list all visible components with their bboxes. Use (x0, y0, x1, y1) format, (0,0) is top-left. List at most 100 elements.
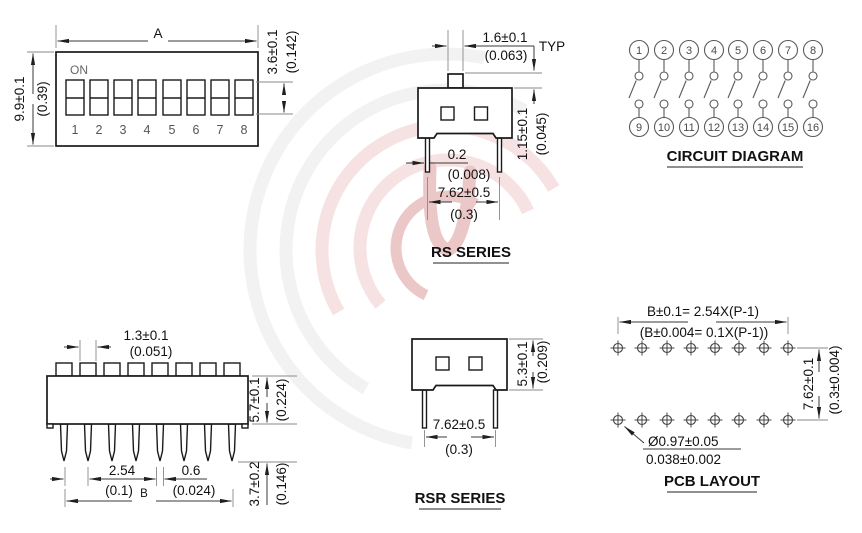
rs-hole-right (473, 106, 489, 121)
dim-rsr-pin-span: 7.62±0.5 (0.3) (424, 417, 496, 457)
dim-row-pitch-mm: 7.62±0.1 (801, 358, 816, 410)
dim-pin-width-mm: 0.6 (182, 463, 201, 478)
rsr-series-title: RSR SERIES (415, 490, 506, 507)
pcb-pad (658, 339, 676, 357)
circuit-diagram: 1 2 3 4 5 6 7 8 9 10 11 12 13 14 15 16 C… (628, 39, 824, 168)
rs-hole-left (440, 106, 455, 121)
toggle-3 (113, 79, 133, 116)
terminal-number: 6 (760, 45, 766, 57)
toggle-6 (186, 79, 206, 116)
dim-front-body-in: (0.224) (274, 379, 289, 422)
terminal-number: 15 (782, 122, 794, 134)
terminal-number: 12 (708, 122, 720, 134)
position-number: 6 (193, 123, 200, 137)
terminal-number: 8 (810, 45, 816, 57)
pcb-pad (682, 411, 700, 429)
terminal-number: 3 (686, 45, 692, 57)
front-foot-right (241, 423, 249, 429)
dim-pitch-in: (0.1) (105, 483, 133, 498)
dim-body-height: 9.9±0.1 (0.39) (12, 51, 54, 147)
pcb-pad (633, 339, 651, 357)
position-number: 2 (96, 123, 103, 137)
dim-height-in: (0.39) (35, 81, 50, 116)
rs-body-outline (417, 87, 513, 139)
toggle-4 (137, 79, 157, 116)
terminal-number: 16 (807, 122, 819, 134)
dim-A-label: A (153, 26, 162, 41)
toggle-8 (234, 79, 254, 116)
dim-pin-length: 3.7±0.2 (0.146) (238, 462, 297, 506)
dim-tab-height-mm: 1.15±0.1 (515, 108, 530, 160)
pcb-layout: B±0.1= 2.54X(P-1) (B±0.004= 0.1X(P-1)) 7… (609, 304, 842, 493)
dim-front-body-height: 5.7±0.1 (0.224) (247, 375, 297, 425)
toggle-5 (162, 79, 182, 116)
terminal-number: 1 (636, 45, 642, 57)
pcb-pad (755, 411, 773, 429)
position-number: 1 (72, 123, 79, 137)
terminal-number: 10 (658, 122, 670, 134)
dim-pin-length-in: (0.146) (274, 463, 289, 506)
position-number: 5 (169, 123, 176, 137)
circuit-diagram-title: CIRCUIT DIAGRAM (667, 148, 804, 165)
terminal-number: 11 (683, 122, 694, 134)
rs-series-title: RS SERIES (431, 244, 511, 261)
dim-pin-thickness-in: (0.008) (448, 167, 491, 182)
pcb-span-formula-mm: B±0.1= 2.54X(P-1) (647, 304, 759, 319)
actuator-5 (151, 362, 169, 377)
dim-span-B: B (64, 488, 234, 507)
pcb-pad (682, 339, 700, 357)
dim-pin-thickness: 0.2 (0.008) (406, 147, 490, 182)
front-foot-left (46, 423, 54, 429)
watermark-checkmark (423, 161, 477, 257)
front-view: 1.3±0.1 (0.051) 5.7±0.1 (0.224) 3.7±0.2 … (46, 328, 297, 507)
actuator-1 (55, 362, 73, 377)
pin-8 (227, 423, 237, 462)
dim-pin-width-in: (0.024) (173, 483, 216, 498)
rsr-hole-left (435, 356, 450, 371)
terminal-number: 13 (732, 122, 744, 134)
rsr-side-view: 5.3±0.1 (0.209) 7.62±0.5 (0.3) RSR SERIE… (411, 338, 550, 510)
dim-tab-height: 1.15±0.1 (0.045) (465, 72, 549, 160)
rsr-right-pin (492, 389, 499, 429)
watermark-arc (279, 83, 613, 417)
toggle-7 (210, 79, 230, 116)
dim-tab-width-mm: 1.6±0.1 (483, 30, 528, 45)
dim-pin-span-rs: 7.62±0.5 (0.3) (427, 177, 500, 222)
watermark-arc (315, 119, 577, 381)
toggle-1 (65, 79, 85, 116)
dim-actuator-width: 1.3±0.1 (0.051) (64, 328, 172, 361)
dim-front-body-mm: 5.7±0.1 (247, 378, 262, 423)
rs-left-pin (424, 137, 431, 173)
actuator-6 (175, 362, 193, 377)
pcb-layout-title: PCB LAYOUT (664, 473, 760, 490)
dim-rsr-span-in: (0.3) (445, 442, 473, 457)
pcb-pad (730, 339, 748, 357)
dim-toggle-height: 3.6±0.1 (0.142) (256, 30, 299, 115)
terminal-number: 14 (757, 122, 769, 134)
rsr-hole-right (468, 356, 483, 371)
pin-7 (203, 423, 213, 462)
pcb-span-formula-in: (B±0.004= 0.1X(P-1)) (640, 325, 769, 340)
pcb-pad (658, 411, 676, 429)
terminal-number: 5 (735, 45, 741, 57)
terminal-number: 2 (661, 45, 667, 57)
pcb-pad (609, 411, 627, 429)
watermark-logo (243, 47, 649, 453)
hole-diameter-in: 0.038±0.002 (646, 452, 721, 467)
pcb-pad (706, 411, 724, 429)
position-number: 8 (241, 123, 248, 137)
pin-2 (83, 423, 93, 462)
position-number: 3 (120, 123, 127, 137)
dim-height-mm: 9.9±0.1 (12, 77, 27, 122)
dim-hole-diameter: Ø0.97±0.05 0.038±0.002 (624, 426, 741, 467)
top-view: ON 1 2 3 4 5 6 7 8 A 9.9±0.1 (0.39) (12, 25, 299, 147)
terminal-number: 7 (785, 45, 791, 57)
dim-toggle-mm: 3.6±0.1 (265, 30, 280, 75)
typ-label: TYP (539, 39, 565, 54)
dim-toggle-in: (0.142) (284, 31, 299, 74)
front-body-outline (46, 375, 249, 425)
position-number: 4 (144, 123, 151, 137)
pcb-pad (730, 411, 748, 429)
